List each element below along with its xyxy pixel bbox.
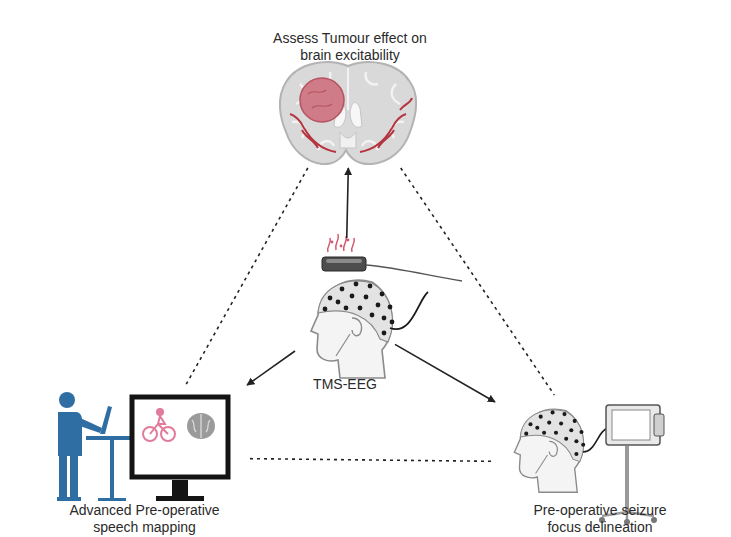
illustration-node: TMS-EEG [295,238,395,393]
illustration-node: Advanced Pre-operative speech mapping [40,385,250,530]
arrow-connector [347,168,349,238]
eeg-head [514,409,608,492]
dotted-link [186,168,308,385]
arrow-connector [247,351,295,385]
node-label: Advanced Pre-operative speech mapping [57,502,232,536]
arrow-connector [395,344,495,402]
computer-monitor [132,397,228,501]
illustration-node: Assess Tumour effect on brain excitabili… [250,18,450,168]
dotted-link [250,459,495,462]
eeg-head [311,280,428,378]
node-label: TMS-EEG [295,376,395,393]
node-label: Assess Tumour effect on brain excitabili… [260,30,440,64]
node-label: Pre-operative seizure focus delineation [517,502,683,536]
dotted-link [401,168,555,395]
person-at-desk [57,392,130,501]
brain-illustration [280,62,416,164]
illustration-node: Pre-operative seizure focus delineation [495,395,705,530]
tms-coil [322,234,462,281]
